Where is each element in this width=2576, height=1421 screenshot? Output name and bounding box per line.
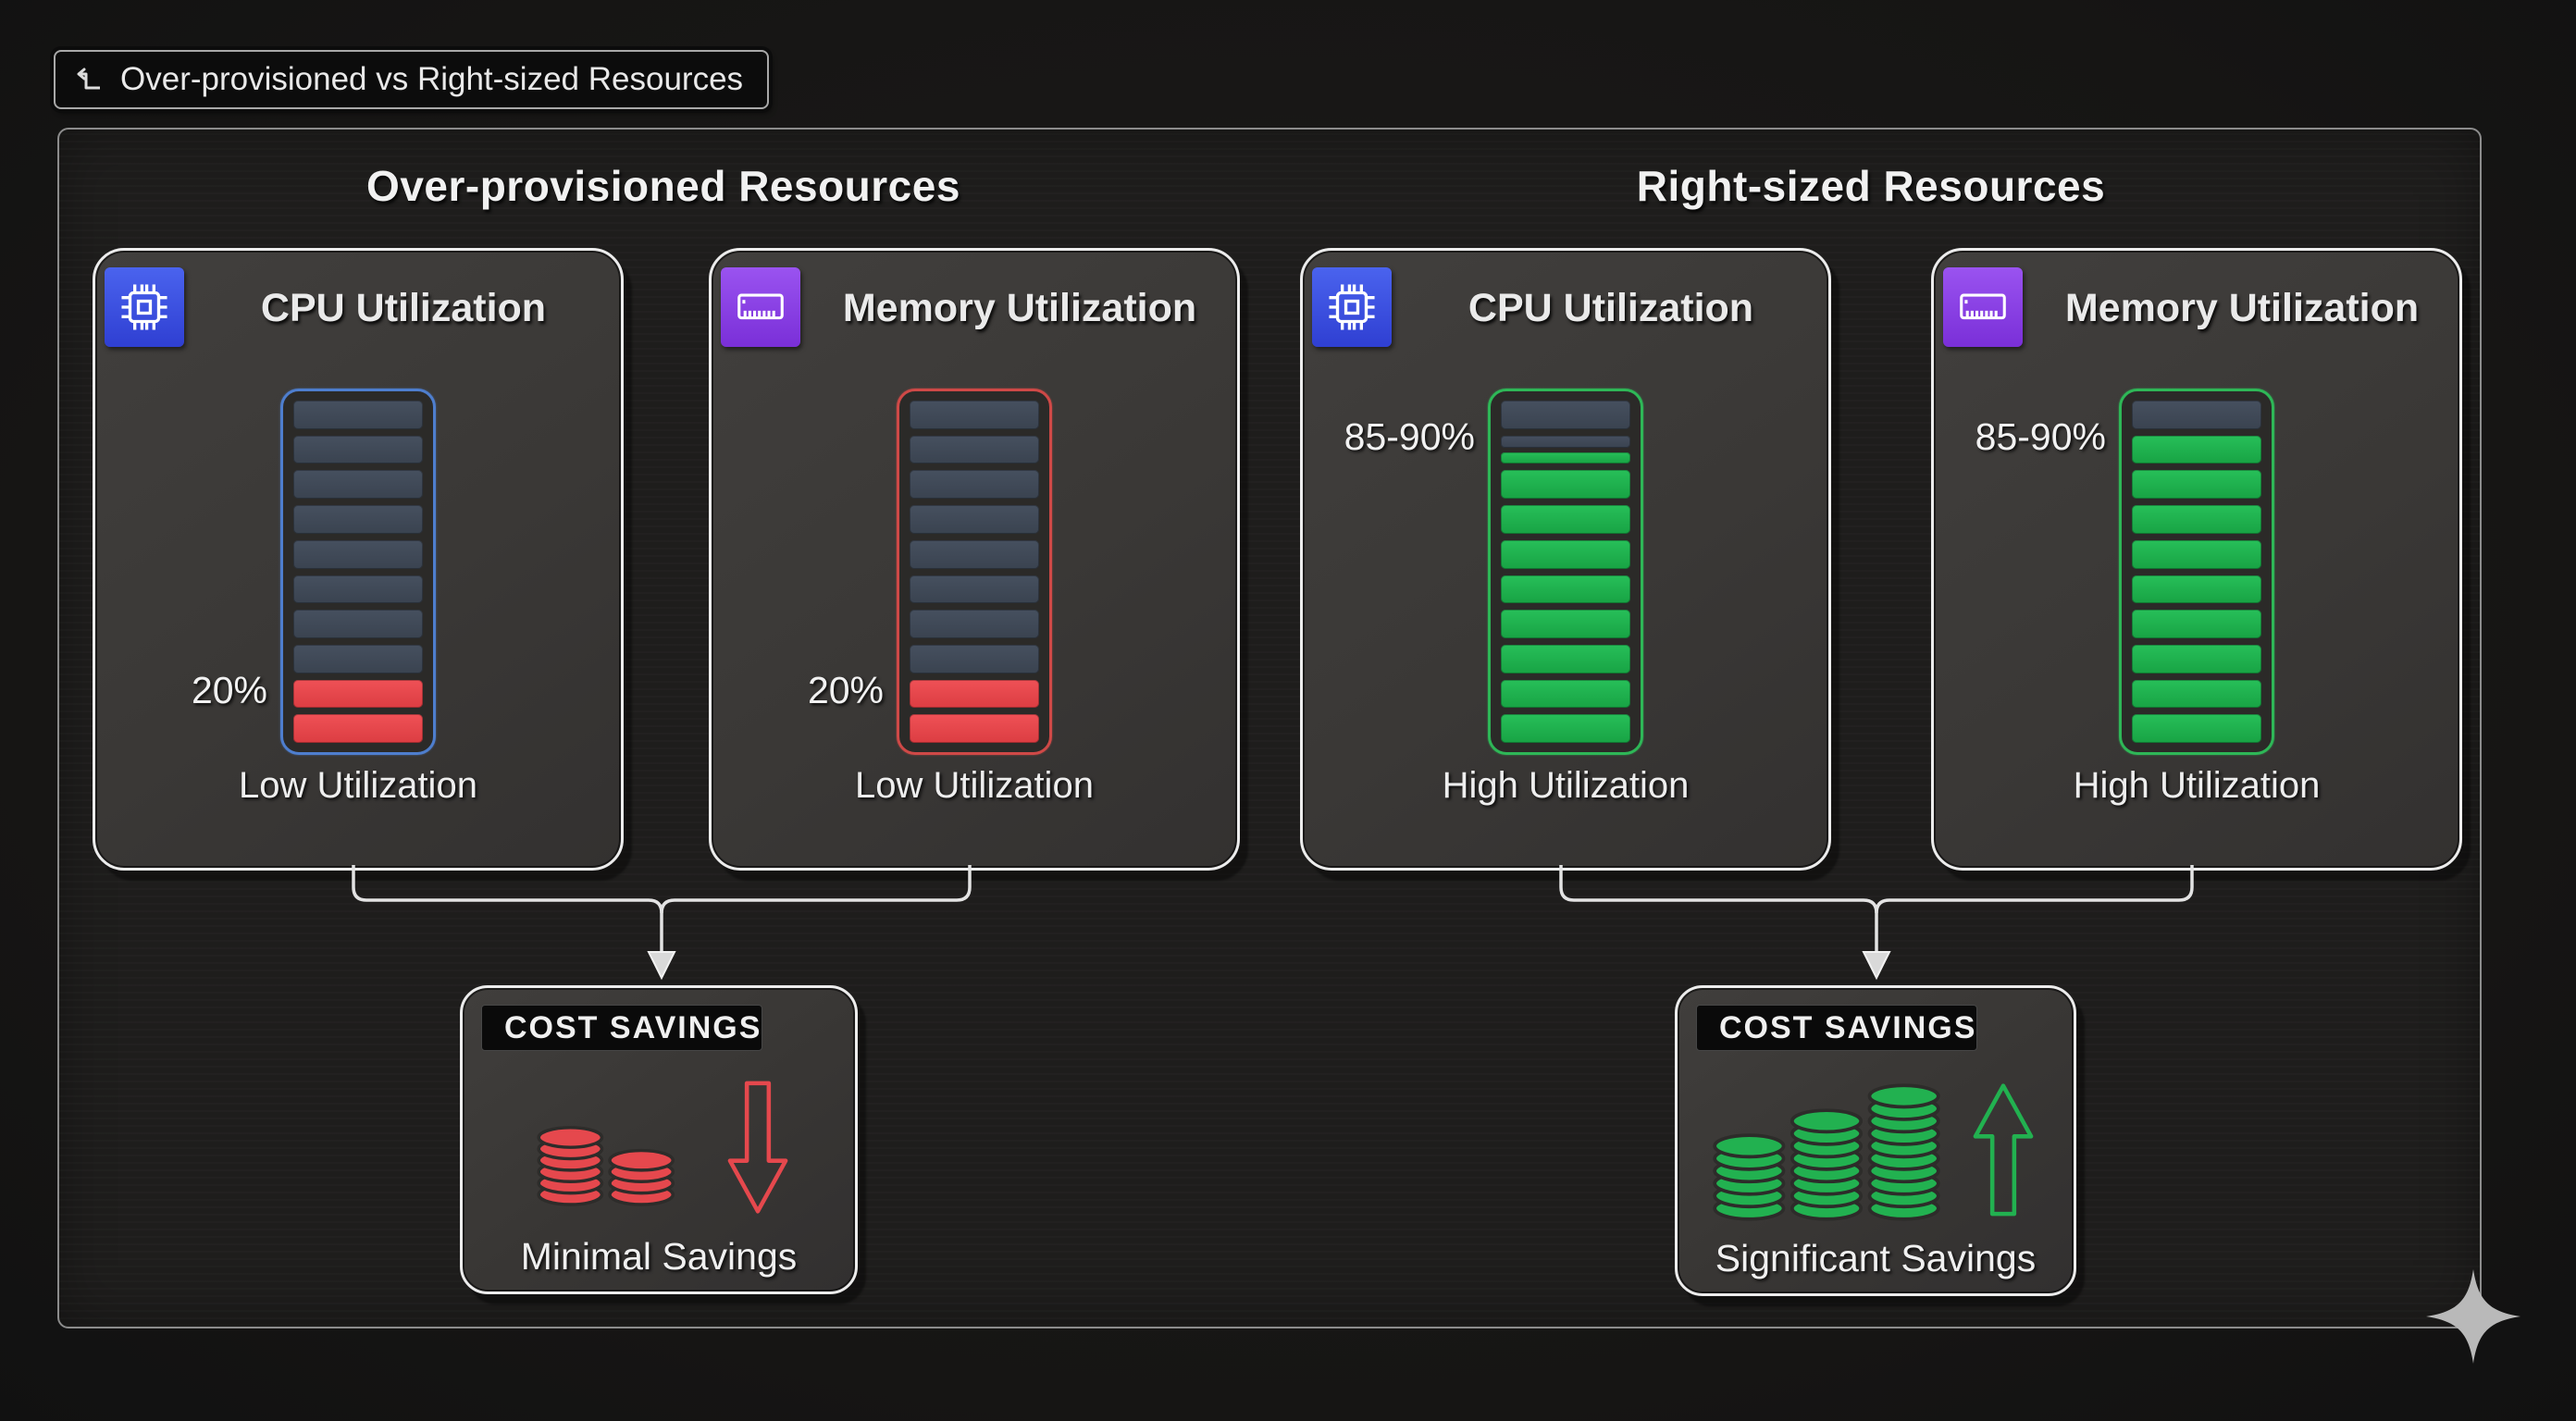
gauge-segment-active [2132,539,2261,569]
card-title: CPU Utilization [260,286,547,330]
memory-ram-icon [1943,267,2023,347]
utilization-gauge [2119,389,2274,755]
coin-stacks-icon [1713,1083,1940,1221]
diagram-title-chip: Over-provisioned vs Right-sized Resource… [54,50,770,109]
card-memory-over-provisioned: Memory Utilization 20% Low Utilization [709,248,1240,871]
gauge-segment-inactive [910,575,1039,604]
gauge-segment-inactive [2132,401,2261,429]
cost-savings-label: COST SAVINGS [504,1009,762,1045]
gauge-segment-active [2132,610,2261,638]
utilization-value: 20% [191,669,267,711]
gauge-segment-active [1501,644,1630,673]
gauge-segment-active [1501,539,1630,569]
memory-ram-icon [721,267,800,347]
gauge-segment-active [2132,575,2261,604]
gauge-segment-active [2132,714,2261,744]
gauge-segment-active [2132,435,2261,464]
coin-stacks-icon [537,1126,675,1206]
cost-savings-box-minimal: COST SAVINGS Minimal Savings [460,985,858,1294]
return-step-arrow-icon [77,68,100,90]
card-cpu-over-provisioned: CPU Utilization 20% Low Utilization [93,248,624,871]
gauge-segment-inactive [293,435,423,464]
gauge-segment-inactive [910,401,1039,429]
gauge-segment-active [1501,470,1630,500]
cost-savings-box-significant: COST SAVINGS Significant Savings [1675,985,2076,1296]
card-cpu-right-sized: CPU Utilization 85-90% High Utilization [1300,248,1831,871]
section-header-right-sized: Right-sized Resources [1636,162,2106,210]
gauge-segment-active [1501,610,1630,638]
arrow-down-outline-icon [727,1081,788,1214]
gauge-segment-active [2132,644,2261,673]
arrow-up-outline-icon [1973,1083,2034,1217]
card-caption: High Utilization [1442,765,1690,806]
card-title: Memory Utilization [842,286,1197,330]
gauge-segment-inactive [293,401,423,429]
utilization-value: 85-90% [1344,415,1475,458]
cpu-chip-icon [1312,267,1392,347]
sparkle-icon [2426,1269,2520,1364]
gauge-segment-inactive [910,505,1039,534]
gauge-segment-inactive [293,575,423,604]
utilization-gauge [897,389,1052,755]
cost-savings-illustration [1678,1066,2074,1232]
cost-savings-caption: Significant Savings [1715,1237,2037,1279]
card-caption: Low Utilization [239,765,477,806]
utilization-gauge [1488,389,1643,755]
card-title: CPU Utilization [1468,286,1754,330]
gauge-segment-inactive [293,470,423,500]
gauge-segment-inactive [293,505,423,534]
merge-arrow-down-icon [647,951,676,981]
card-caption: Low Utilization [855,765,1094,806]
gauge-segment-active [1501,714,1630,744]
section-header-over-provisioned: Over-provisioned Resources [366,162,960,210]
card-caption: High Utilization [2073,765,2321,806]
cost-savings-illustration [463,1066,855,1230]
gauge-segment-active [1501,679,1630,709]
gauge-segment-inactive [293,644,423,673]
gauge-segment-inactive [293,539,423,569]
gauge-segment-active [910,714,1039,744]
cost-savings-label: COST SAVINGS [1719,1009,1977,1045]
utilization-value: 85-90% [1975,415,2106,458]
cpu-chip-icon [105,267,184,347]
connector-right [1559,865,2194,981]
gauge-segment-inactive [910,644,1039,673]
gauge-segment-active [293,679,423,709]
utilization-value: 20% [807,669,884,711]
gauge-segment-active [1501,575,1630,604]
gauge-segment-active [910,679,1039,709]
gauge-segment-active [2132,679,2261,709]
diagram-frame: Over-provisioned Resources Right-sized R… [57,128,2482,1328]
merge-arrow-down-icon [1862,951,1891,981]
gauge-segment-active [1501,505,1630,534]
cost-savings-banner: COST SAVINGS [1696,1005,1977,1051]
gauge-segment-inactive [910,539,1039,569]
gauge-segment-active [293,714,423,744]
gauge-segment-inactive [1501,401,1630,429]
gauge-segment-active [2132,505,2261,534]
cost-savings-caption: Minimal Savings [520,1235,798,1278]
gauge-segment-inactive [910,610,1039,638]
cost-savings-banner: COST SAVINGS [481,1005,762,1051]
card-title: Memory Utilization [2064,286,2420,330]
card-memory-right-sized: Memory Utilization 85-90% High Utilizati… [1931,248,2462,871]
diagram-title: Over-provisioned vs Right-sized Resource… [120,61,744,97]
gauge-segment-split [1501,435,1630,464]
gauge-segment-inactive [293,610,423,638]
utilization-gauge [280,389,436,755]
gauge-segment-inactive [910,435,1039,464]
gauge-segment-active [2132,470,2261,500]
gauge-segment-inactive [910,470,1039,500]
connector-left [352,865,972,981]
